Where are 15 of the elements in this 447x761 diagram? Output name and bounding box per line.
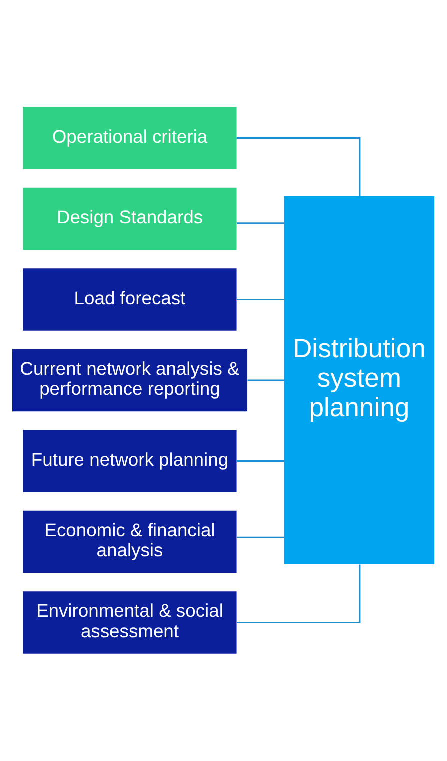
node-box: Distribution system planning — [284, 196, 435, 564]
connector — [236, 138, 361, 196]
connector — [236, 298, 284, 301]
node-box: Operational criteria — [23, 107, 237, 170]
connector — [236, 460, 284, 462]
node-box: Future network planning — [23, 430, 237, 492]
connector — [236, 564, 361, 624]
node-box: Design Standards — [23, 188, 237, 250]
node-box: Current network analysis & performance reporting — [12, 349, 248, 412]
node-box: Economic & financial analysis — [23, 510, 237, 574]
connector — [236, 536, 284, 538]
connector — [236, 222, 284, 224]
node-box: Environmental & social assessment — [23, 592, 237, 654]
connector — [248, 380, 284, 382]
node-box: Load forecast — [23, 268, 237, 331]
